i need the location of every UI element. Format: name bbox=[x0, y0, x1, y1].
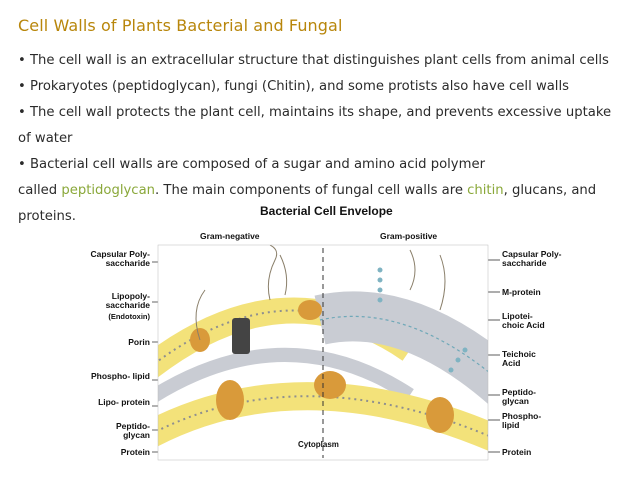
label-teichoic: Teichoic Acid bbox=[502, 349, 536, 368]
gram-negative-label: Gram-negative bbox=[200, 231, 260, 241]
capsule-strands bbox=[195, 245, 446, 341]
cytoplasm-label: Cytoplasm bbox=[298, 440, 339, 449]
label-capsular-right: Capsular Poly- saccharide bbox=[502, 249, 562, 268]
thin-peptidoglycan bbox=[158, 348, 414, 402]
label-protein-left: Protein bbox=[120, 447, 150, 457]
bullet-2: • Prokaryotes (peptidoglycan), fungi (Ch… bbox=[18, 79, 570, 94]
label-porin: Porin bbox=[128, 337, 150, 347]
lipoteichoic-beads bbox=[377, 267, 468, 373]
membrane-protein bbox=[426, 397, 454, 433]
envelope-layers bbox=[158, 245, 488, 460]
bullet-5: called peptidoglycan. The main component… bbox=[18, 178, 623, 230]
label-lps: Lipopoly- saccharide bbox=[105, 291, 150, 310]
label-phospholipid-right: Phospho- lipid bbox=[502, 411, 542, 430]
outer-protein bbox=[298, 300, 322, 320]
label-endotoxin: (Endotoxin) bbox=[108, 312, 150, 321]
porin-channel bbox=[232, 318, 250, 354]
bullet-list: • The cell wall is an extracellular stru… bbox=[18, 48, 623, 230]
bullet-1: • The cell wall is an extracellular stru… bbox=[18, 53, 609, 68]
label-peptidoglycan-right: Peptido- glycan bbox=[502, 387, 536, 406]
cell-envelope-figure: Bacterial Cell Envelope bbox=[80, 200, 600, 470]
gram-positive-label: Gram-positive bbox=[380, 231, 438, 241]
peptidoglycan-wall bbox=[314, 291, 488, 405]
label-lipoteichoic: Lipotei- choic Acid bbox=[502, 311, 545, 330]
label-capsular-left: Capsular Poly- saccharide bbox=[90, 249, 150, 268]
bullet-5-mid: . The main components of fungal cell wal… bbox=[155, 183, 468, 198]
bullet-4: • Bacterial cell walls are composed of a… bbox=[18, 157, 485, 172]
membrane-protein bbox=[314, 371, 346, 399]
cytoplasmic-membrane-heads bbox=[158, 395, 488, 437]
label-peptidoglycan-left: Peptido- glycan bbox=[116, 421, 150, 440]
label-protein-right: Protein bbox=[502, 447, 532, 457]
bullet-5-post: , glucans, and proteins. bbox=[18, 183, 597, 224]
keyword-chitin: chitin bbox=[467, 183, 504, 198]
label-m-protein: M-protein bbox=[502, 287, 541, 297]
label-phospholipid-left: Phospho- lipid bbox=[90, 371, 150, 381]
membrane-protein bbox=[216, 380, 244, 420]
cell-envelope-diagram bbox=[152, 244, 500, 461]
label-lipoprotein: Lipo- protein bbox=[98, 397, 150, 407]
bullet-3: • The cell wall protects the plant cell,… bbox=[18, 105, 612, 146]
figure-title: Bacterial Cell Envelope bbox=[260, 204, 393, 218]
slide-title: Cell Walls of Plants Bacterial and Funga… bbox=[18, 16, 343, 35]
bullet-5-pre: called bbox=[18, 183, 62, 198]
keyword-peptidoglycan: peptidoglycan bbox=[61, 183, 156, 198]
